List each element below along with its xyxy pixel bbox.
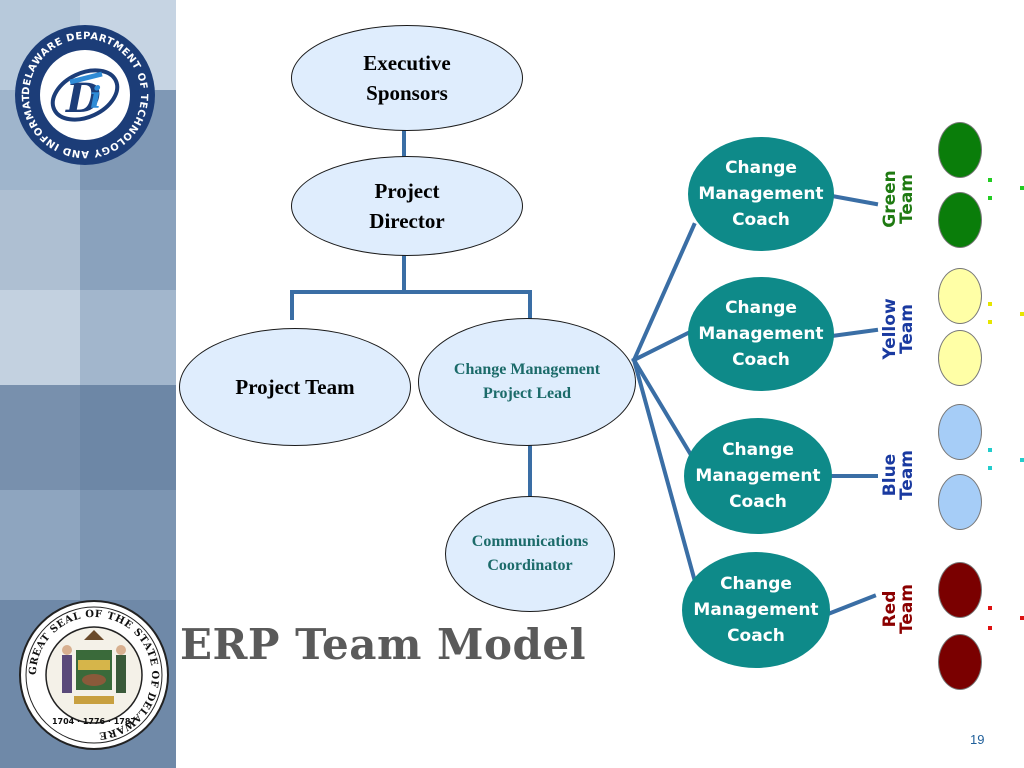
coach-label: Change Management Coach [698, 158, 824, 230]
connector-lead-coach-3 [631, 357, 697, 463]
executive-sponsors-label: Executive Sponsors [363, 51, 451, 105]
dti-logo-icon: DELAWARE DEPARTMENT OF TECHNOLOGY AND IN… [9, 16, 156, 166]
project-director-label: Project Director [369, 179, 445, 233]
project-team-node: Project Team [179, 328, 411, 446]
communications-coordinator-label: Communications Coordinator [471, 533, 589, 574]
team-marker-green [1020, 186, 1024, 190]
team-label-green: Green Team [880, 170, 917, 228]
team-label-yellow: Yellow Team [880, 298, 917, 360]
team-marker-green [988, 178, 992, 182]
project-team-label: Project Team [235, 375, 355, 399]
coach-node-green: Change Management Coach [688, 137, 834, 251]
team-member-red [938, 562, 982, 618]
team-marker-red [988, 626, 992, 630]
slide-title: ERP Team Model [180, 620, 587, 669]
svg-text:1704 · 1776 · 1787: 1704 · 1776 · 1787 [52, 717, 136, 726]
cm-project-lead-node: Change Management Project Lead [418, 318, 636, 446]
communications-coordinator-node: Communications Coordinator [445, 496, 615, 612]
team-marker-blue [988, 448, 992, 452]
team-marker-blue [988, 466, 992, 470]
connector-lead-coach-2 [631, 327, 697, 363]
page-number: 19 [970, 732, 985, 747]
team-member-green [938, 192, 982, 248]
coach-node-blue: Change Management Coach [684, 418, 832, 534]
team-marker-yellow [1020, 312, 1024, 316]
executive-sponsors-node: Executive Sponsors [291, 25, 523, 131]
team-label-blue: Blue Team [880, 449, 917, 501]
team-member-green [938, 122, 982, 178]
team-member-blue [938, 474, 982, 530]
cm-project-lead-label: Change Management Project Lead [453, 361, 601, 402]
connector-lead-coach-4 [631, 357, 697, 581]
svg-text:i: i [90, 81, 101, 116]
team-member-yellow [938, 330, 982, 386]
connector-coach-yellow [829, 327, 879, 339]
team-label-red: Red Team [880, 583, 917, 635]
coach-label: Change Management Coach [698, 298, 824, 370]
coach-node-red: Change Management Coach [682, 552, 830, 668]
coach-node-yellow: Change Management Coach [688, 277, 834, 391]
project-director-node: Project Director [291, 156, 523, 256]
team-member-red [938, 634, 982, 690]
team-marker-red [1020, 616, 1024, 620]
connector-coach-green [829, 193, 879, 207]
connector-lead-coach-1 [631, 222, 697, 363]
team-marker-green [988, 196, 992, 200]
team-marker-red [988, 606, 992, 610]
delaware-state-seal-icon: GREAT SEAL OF THE STATE OF DELAWARE 1704… [18, 600, 170, 750]
team-member-yellow [938, 268, 982, 324]
team-marker-yellow [988, 320, 992, 324]
team-marker-blue [1020, 458, 1024, 462]
connector-coach-red [825, 593, 877, 617]
coach-label: Change Management Coach [695, 440, 821, 512]
coach-label: Change Management Coach [693, 574, 819, 646]
team-member-blue [938, 404, 982, 460]
team-marker-yellow [988, 302, 992, 306]
